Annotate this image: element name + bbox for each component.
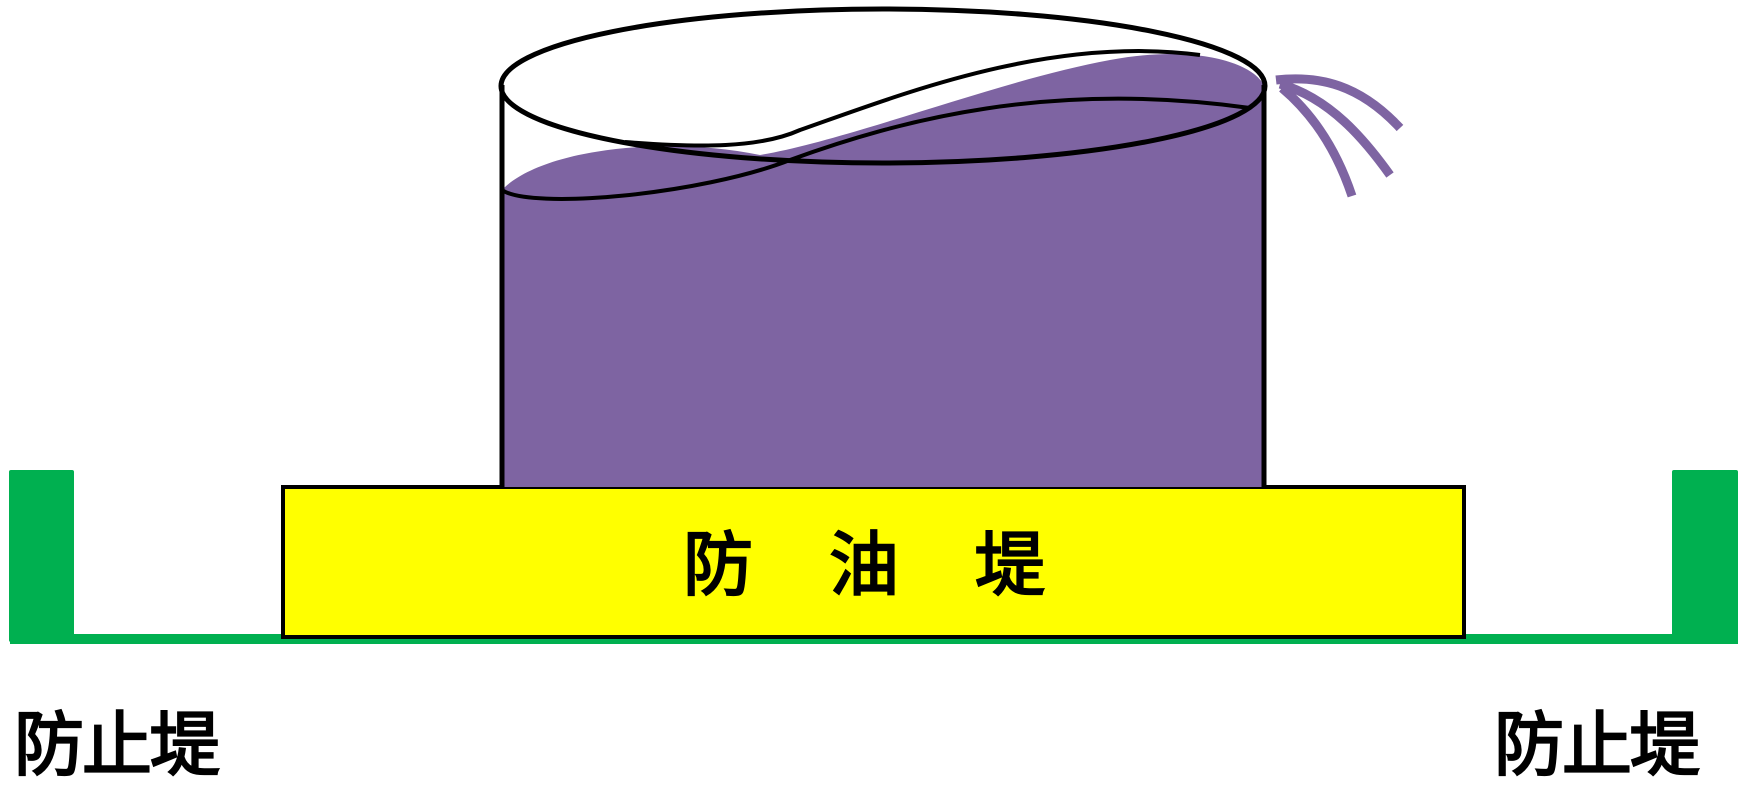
barrier-wall-right	[1672, 470, 1738, 642]
oil-dike-label: 防油堤	[683, 524, 1121, 606]
oil-surface-top-edge	[624, 49, 1201, 148]
tank	[498, 6, 1268, 487]
barrier-label-left: 防止堤	[14, 704, 220, 786]
oil-surface-edge	[500, 96, 1251, 201]
oil-dike-block	[281, 485, 1466, 639]
oil-splash-stroke	[1279, 84, 1357, 198]
oil-splash-icon	[1275, 74, 1404, 198]
oil-splash-stroke	[1275, 74, 1404, 132]
barrier-wall-left	[9, 470, 74, 642]
tank-rim	[498, 6, 1268, 166]
barrier-label-right: 防止堤	[1494, 704, 1700, 786]
oil-splash-stroke	[1278, 79, 1394, 178]
oil-body	[502, 54, 1264, 487]
